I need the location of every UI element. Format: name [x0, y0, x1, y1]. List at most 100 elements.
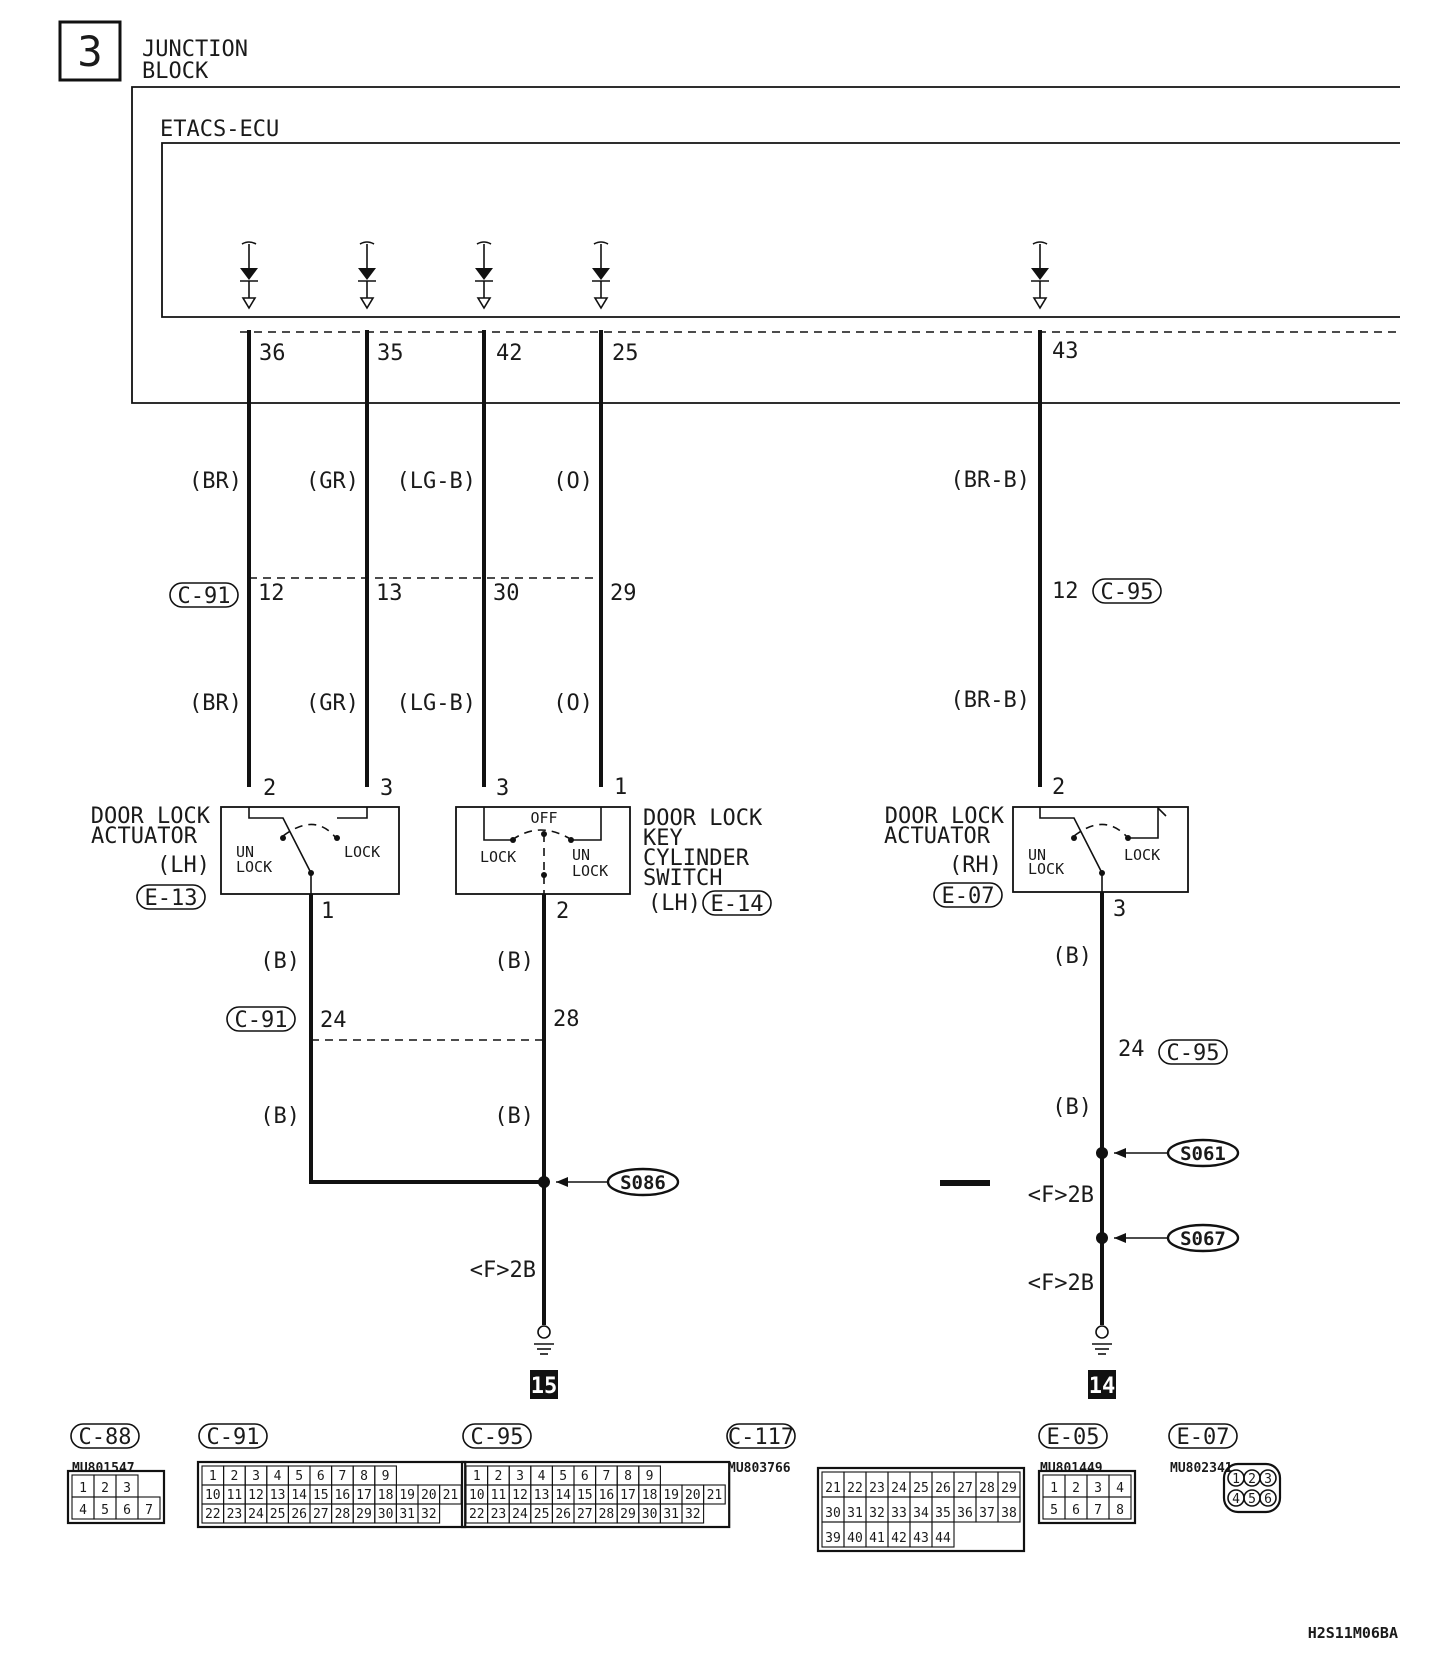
connector-view-tag: [462, 1423, 532, 1449]
connector-pin-number: 20: [421, 1488, 437, 1503]
connector-pin-number: 19: [399, 1488, 415, 1503]
connector-pin-cell: [681, 1503, 705, 1524]
connector-pin-number: 30: [642, 1507, 658, 1522]
connector-view-tag: [1038, 1423, 1108, 1449]
key-switch-pin-1: 1: [614, 775, 627, 800]
connector-pin-number: 15: [577, 1488, 593, 1503]
actuator-rh-side: (RH): [949, 853, 1002, 878]
connector-pin-number: 28: [979, 1481, 995, 1496]
connector-pin-number: 8: [1116, 1503, 1124, 1518]
key-switch-title2: KEY: [643, 826, 683, 851]
door-lock-actuator-rh: DOOR LOCK ACTUATOR (RH) E-07 2 UN LOCK L…: [884, 775, 1189, 922]
actuator-rh-title2: ACTUATOR: [884, 824, 991, 849]
connector-pin-number: 7: [338, 1469, 346, 1484]
actuator-lh-title2: ACTUATOR: [91, 824, 198, 849]
connector-pin-number: 4: [1116, 1481, 1124, 1496]
connector-pin-number: 28: [599, 1507, 615, 1522]
connector-pin-number: 5: [295, 1469, 303, 1484]
connector-pin-number: 2: [101, 1481, 109, 1496]
splice-s061: S061: [1180, 1143, 1226, 1165]
connector-pin-number: 43: [913, 1531, 929, 1546]
connector-pin-number: 29: [620, 1507, 636, 1522]
key-switch-unlock2: LOCK: [572, 862, 608, 880]
ecu-box-outline: [161, 142, 1400, 318]
lower-left-circuit: (B) (B) C-91 24 28 (B) (B) S086 <F>2B 15: [226, 894, 680, 1399]
key-switch-unlock1: UN: [572, 846, 590, 864]
connector-pin-number: 23: [227, 1507, 243, 1522]
connector-pin-number: 9: [646, 1469, 654, 1484]
wire-b-2: (B): [494, 949, 534, 974]
splice-tag-s067: [1166, 1223, 1240, 1253]
ecu-diodes: [240, 241, 1049, 310]
key-switch-off: OFF: [530, 809, 557, 827]
connector-pin-number: 5: [559, 1469, 567, 1484]
connector-view-tag: [70, 1423, 140, 1449]
actuator-lh-lock-contact: [337, 807, 368, 819]
connector-pin-number: 4: [274, 1469, 282, 1484]
actuator-lh-pin-3: 3: [380, 776, 393, 801]
connector-pin-number: 30: [825, 1506, 841, 1521]
door-lock-actuator-lh: DOOR LOCK ACTUATOR (LH) E-13 2 3 UN LOCK…: [91, 776, 400, 924]
connector-pin-number: 26: [555, 1507, 571, 1522]
actuator-lh-lock: LOCK: [344, 843, 380, 861]
actuator-rh-dot-b: [1125, 835, 1131, 841]
splice-s067-arrowhead: [1114, 1233, 1126, 1243]
actuator-rh-pin-3: 3: [1113, 897, 1126, 922]
actuator-lh-pin-1: 1: [321, 899, 334, 924]
connector-pin-number: 14: [555, 1488, 571, 1503]
connector-pin-number: 21: [825, 1481, 841, 1496]
connector-pin-number: 7: [145, 1503, 153, 1518]
connector-view-tag: [726, 1423, 796, 1449]
connector-tag-c91-upper: [169, 582, 239, 608]
ecu-pin-42: 42: [496, 341, 523, 366]
connector-pin-number: 5: [101, 1503, 109, 1518]
connector-pin-number: 22: [847, 1481, 863, 1496]
connector-pin-number: 13: [270, 1488, 286, 1503]
splice-s086: S086: [620, 1172, 666, 1194]
connector-e13: E-13: [145, 886, 198, 911]
connector-pin-number: 11: [227, 1488, 243, 1503]
ground-point-right: 14: [1089, 1374, 1116, 1399]
actuator-rh-lock-contact: [1128, 806, 1167, 839]
actuator-lh-dot-b: [334, 835, 340, 841]
connector-pin-cell: [417, 1503, 441, 1524]
actuator-lh-side: (LH): [157, 853, 210, 878]
connector-pin-number: 14: [291, 1488, 307, 1503]
ground-point-box-left: [530, 1370, 558, 1399]
connector-pin-number: 23: [491, 1507, 507, 1522]
ground-point-left: 15: [531, 1374, 558, 1399]
splice-s067: S067: [1180, 1228, 1226, 1250]
connector-pin-number: 7: [1094, 1503, 1102, 1518]
connector-view-part: MU801547: [72, 1461, 135, 1476]
key-switch-title3: CYLINDER: [643, 846, 750, 871]
section-header: 3 JUNCTION BLOCK: [58, 20, 248, 84]
splice-tag-s061: [1166, 1138, 1240, 1168]
wire-color-lgb-middle: (LG-B): [397, 691, 476, 716]
section-title-line2: BLOCK: [142, 59, 209, 84]
connector-view-frame: [196, 1460, 467, 1529]
connector-pin-number: 26: [291, 1507, 307, 1522]
actuator-rh-arc: [1073, 823, 1129, 839]
connector-pin-number: 4: [79, 1503, 87, 1518]
connector-c91-upper: C-91: [178, 584, 231, 609]
splice-tag-s086: [606, 1167, 680, 1197]
conn-pin-13: 13: [376, 581, 403, 606]
connector-pin-number: 24: [248, 1507, 264, 1522]
connector-pin-number: 15: [313, 1488, 329, 1503]
connector-view-part: MU801449: [1040, 1461, 1103, 1476]
connector-pin-number: 2: [1072, 1481, 1080, 1496]
key-switch-dot-unlock: [568, 837, 574, 843]
connector-view-frame: [460, 1460, 731, 1529]
connector-tag-e13: [136, 884, 206, 910]
ground-wire-left: <F>2B: [470, 1258, 536, 1283]
wire-color-o-middle: (O): [553, 691, 593, 716]
connector-view-name: C-117: [728, 1425, 794, 1450]
connector-pin-number: 6: [317, 1469, 325, 1484]
ecu-label: ETACS-ECU: [160, 117, 279, 142]
conn-pin-30: 30: [493, 581, 520, 606]
connector-pin-number: 35: [935, 1506, 951, 1521]
connector-pin-number: 30: [378, 1507, 394, 1522]
connector-pin-number: 25: [913, 1481, 929, 1496]
ground-wire-right-1: <F>2B: [1028, 1183, 1094, 1208]
